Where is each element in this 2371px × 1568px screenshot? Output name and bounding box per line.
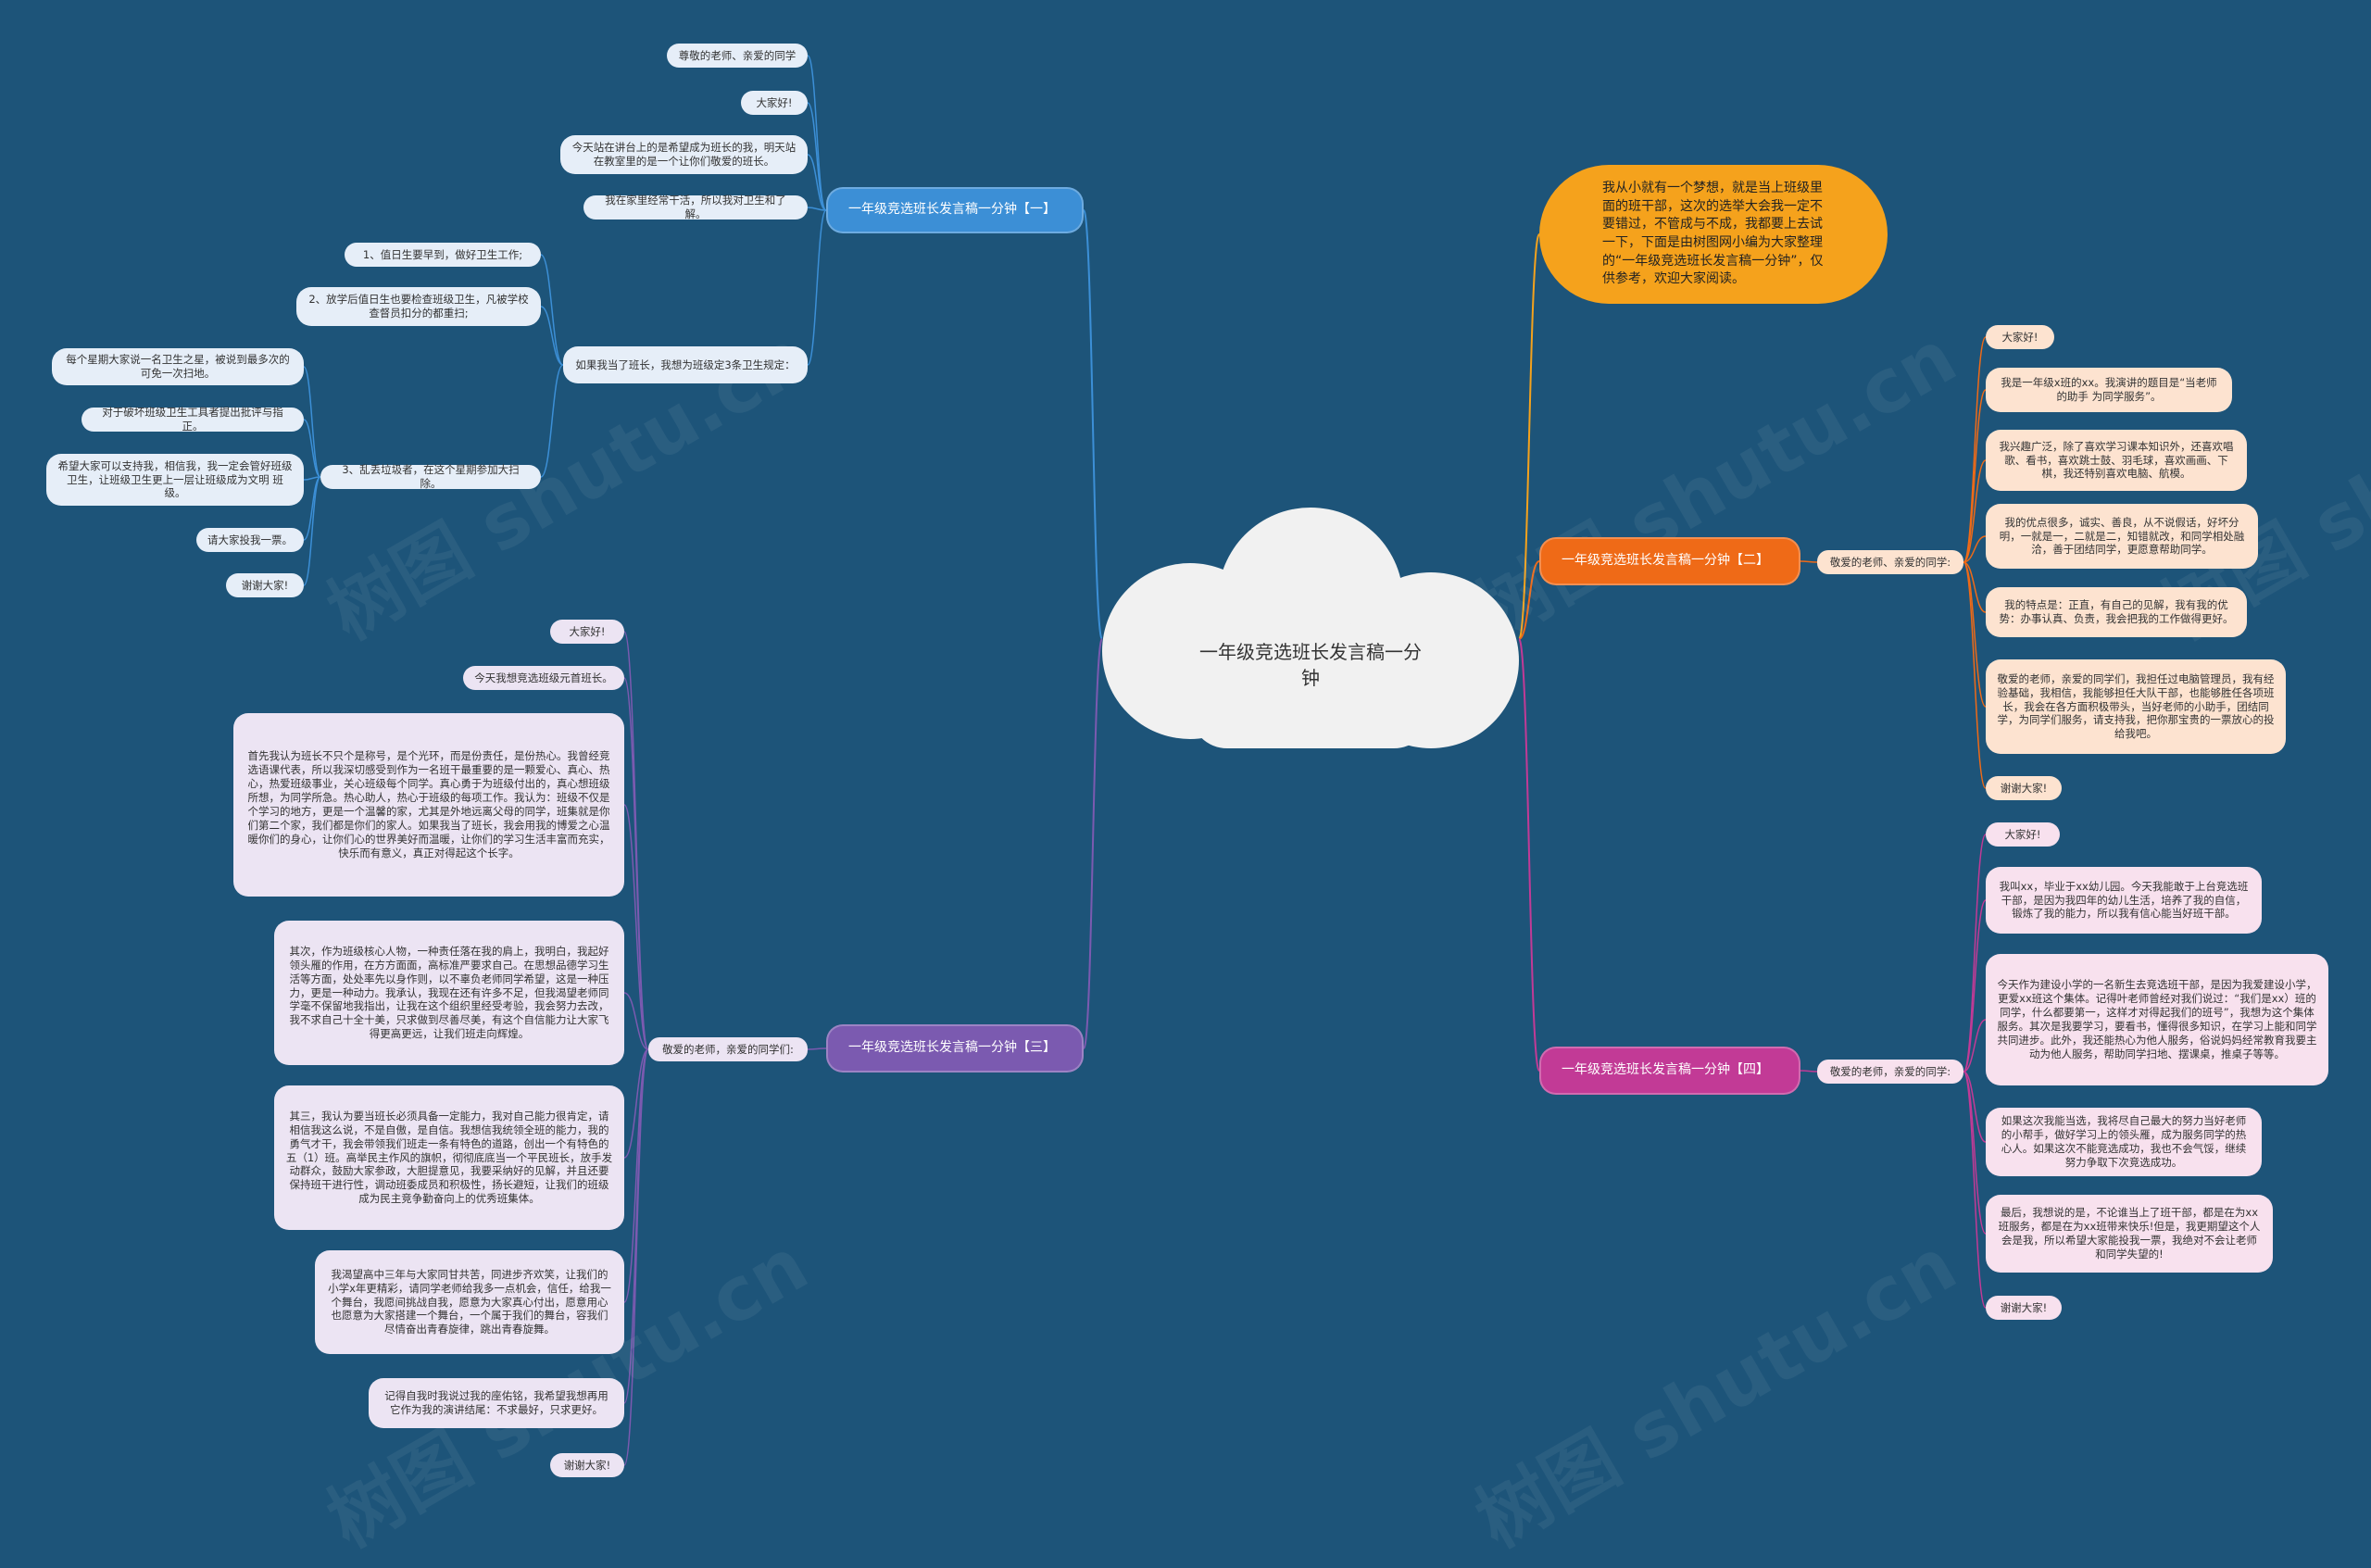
connector-line xyxy=(623,804,649,1050)
connector-line xyxy=(1963,561,1987,708)
connector-line xyxy=(807,102,827,211)
b3-leaf[interactable]: 其次，作为班级核心人物，一种责任落在我的肩上，我明白，我起好领头雁的作用，在方方… xyxy=(274,921,624,1065)
b3-leaf[interactable]: 首先我认为班长不只个是称号，是个光环，而是份责任，是份热心。我曾经竞选语课代表，… xyxy=(233,713,624,897)
connector-line xyxy=(1963,336,1987,563)
b2-mid[interactable]: 敬爱的老师、亲爱的同学: xyxy=(1817,550,1963,574)
connector-line xyxy=(1800,1070,1818,1073)
connector-line xyxy=(1963,389,1987,563)
b2-leaf[interactable]: 我是一年级x班的xx。我演讲的题目是“当老师的助手 为同学服务”。 xyxy=(1986,368,2232,412)
connector-line xyxy=(623,1048,649,1159)
connector-line xyxy=(1518,233,1540,640)
b3-leaf[interactable]: 谢谢大家! xyxy=(550,1453,624,1477)
connector-lines xyxy=(303,55,1987,1466)
connector-line xyxy=(1083,209,1103,640)
connector-line xyxy=(1963,899,1987,1073)
b4-leaf[interactable]: 今天作为建设小学的一名新生去竞选班干部，是因为我爱建设小学，更爱xx班这个集体。… xyxy=(1986,954,2328,1085)
connector-line xyxy=(807,1047,827,1050)
b2-leaf[interactable]: 我的特点是：正直，有自己的见解，我有我的优势：办事认真、负责，我会把我的工作做得… xyxy=(1986,587,2247,637)
b1-leaf[interactable]: 尊敬的老师、亲爱的同学 xyxy=(667,44,808,68)
b3-leaf[interactable]: 大家好! xyxy=(550,620,624,644)
connector-line xyxy=(1083,638,1103,1049)
connector-line xyxy=(623,677,649,1050)
connector-line xyxy=(1963,535,1987,563)
b1-mid[interactable]: 3、乱丢垃圾者，在这个星期参加大扫除。 xyxy=(320,463,541,490)
root-cloud-shape xyxy=(1102,508,1519,748)
intro-node[interactable]: 我从小就有一个梦想，就是当上班级里面的班干部，这次的选举大会我一定不要错过，不管… xyxy=(1539,165,1888,304)
connector-line xyxy=(1518,560,1540,640)
connector-line xyxy=(1963,1071,1987,1143)
branch-4-node[interactable]: 一年级竞选班长发言稿一分钟【四】 xyxy=(1539,1047,1800,1095)
intro-text: 我从小就有一个梦想，就是当上班级里面的班干部，这次的选举大会我一定不要错过，不管… xyxy=(1602,181,1824,287)
b3-leaf[interactable]: 记得自我时我说过我的座佑铭，我希望我想再用它作为我的演讲结尾：不求最好，只求更好… xyxy=(369,1378,624,1428)
b1-leaf[interactable]: 1、值日生要早到，做好卫生工作; xyxy=(345,243,541,267)
connector-line xyxy=(540,364,564,478)
b1-leaf[interactable]: 谢谢大家! xyxy=(226,573,304,597)
connector-line xyxy=(623,992,649,1050)
b1-leaf[interactable]: 大家好! xyxy=(741,91,808,115)
b4-leaf[interactable]: 我叫xx，毕业于xx幼儿园。今天我能敢于上台竞选班干部，是因为我四年的幼儿生活，… xyxy=(1986,867,2262,934)
b1-leaf[interactable]: 2、放学后值日生也要检查班级卫生，凡被学校查督员扣分的都重扫; xyxy=(296,287,541,326)
b3-leaf[interactable]: 其三，我认为要当班长必须具备一定能力，我对自己能力很肯定，请相信我这么说，不是自… xyxy=(274,1085,624,1230)
b4-leaf[interactable]: 谢谢大家! xyxy=(1986,1296,2062,1320)
b3-mid[interactable]: 敬爱的老师，亲爱的同学们: xyxy=(648,1037,808,1061)
b1-leaf[interactable]: 请大家投我一票。 xyxy=(196,528,304,552)
b2-leaf[interactable]: 大家好! xyxy=(1986,325,2054,349)
root-title[interactable]: 一年级竞选班长发言稿一分钟 xyxy=(1199,641,1422,689)
b4-mid[interactable]: 敬爱的老师，亲爱的同学: xyxy=(1817,1060,1963,1084)
connector-line xyxy=(1963,561,1987,789)
connector-line xyxy=(540,306,564,366)
branch-3-node[interactable]: 一年级竞选班长发言稿一分钟【三】 xyxy=(826,1024,1084,1073)
b1-leaf[interactable]: 每个星期大家说一名卫生之星，被说到最多次的可免一次扫地。 xyxy=(52,348,304,385)
connector-line xyxy=(540,254,564,366)
b2-leaf[interactable]: 谢谢大家! xyxy=(1986,776,2062,800)
connector-line xyxy=(807,55,827,211)
connector-line xyxy=(623,1048,649,1466)
b4-leaf[interactable]: 最后，我想说的是，不论谁当上了班干部，都是在为xx班服务，都是在为xx班带来快乐… xyxy=(1986,1195,2273,1273)
connector-line xyxy=(1518,638,1540,1072)
connector-line xyxy=(1800,560,1818,563)
connector-line xyxy=(303,419,321,478)
connector-line xyxy=(807,209,827,366)
connector-line xyxy=(1963,561,1987,613)
branch-2-node[interactable]: 一年级竞选班长发言稿一分钟【二】 xyxy=(1539,537,1800,585)
b3-leaf[interactable]: 我渴望高中三年与大家同甘共苦，同进步齐欢笑，让我们的小学x年更精彩，请同学老师给… xyxy=(315,1250,624,1354)
b4-leaf[interactable]: 如果这次我能当选，我将尽自己最大的努力当好老师的小帮手，做好学习上的领头雁，成为… xyxy=(1986,1108,2262,1176)
connector-line xyxy=(1963,459,1987,563)
connector-line xyxy=(303,476,321,481)
connector-line xyxy=(1963,1071,1987,1309)
branch-1-node[interactable]: 一年级竞选班长发言稿一分钟【一】 xyxy=(826,187,1084,233)
b2-leaf[interactable]: 我兴趣广泛，除了喜欢学习课本知识外，还喜欢唱歌、看书，喜欢跳士鼓、羽毛球，喜欢画… xyxy=(1986,430,2247,491)
b2-leaf[interactable]: 敬爱的老师，亲爱的同学们，我担任过电脑管理员，我有经验基础，我相信，我能够担任大… xyxy=(1986,659,2286,754)
connector-line xyxy=(807,207,827,211)
b3-leaf[interactable]: 今天我想竞选班级元首班长。 xyxy=(463,666,624,690)
connector-line xyxy=(303,476,321,586)
connector-line xyxy=(1963,1071,1987,1235)
connector-line xyxy=(1963,1019,1987,1073)
b1-leaf[interactable]: 我在家里经常干活，所以我对卫生和了解。 xyxy=(583,194,808,220)
b1-leaf[interactable]: 对于破坏班级卫生工具者提出批评与指正。 xyxy=(82,406,304,433)
connector-line xyxy=(807,154,827,211)
b1-leaf[interactable]: 希望大家可以支持我，相信我，我一定会管好班级卫生，让班级卫生更上一层让班级成为文… xyxy=(46,454,304,506)
b4-leaf[interactable]: 大家好! xyxy=(1986,822,2060,847)
connector-line xyxy=(1963,834,1987,1073)
connector-line xyxy=(303,366,321,478)
b1-leaf[interactable]: 今天站在讲台上的是希望成为班长的我，明天站在教室里的是一个让你们敬爱的班长。 xyxy=(560,135,808,174)
b2-leaf[interactable]: 我的优点很多，诚实、善良，从不说假话，好坏分明，一就是一，二就是二，知错就改，和… xyxy=(1986,504,2258,569)
b1-mid[interactable]: 如果我当了班长，我想为班级定3条卫生规定： xyxy=(563,346,808,383)
